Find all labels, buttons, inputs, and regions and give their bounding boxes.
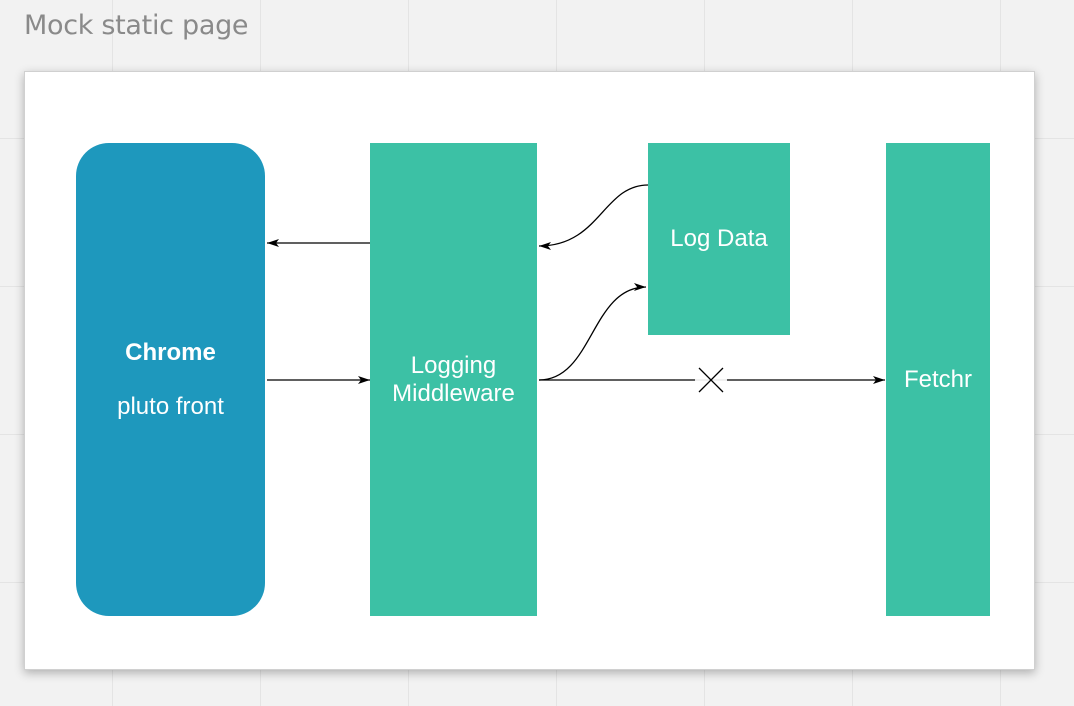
edge-logdata-to-logging	[538, 184, 649, 250]
logging-middleware-line1: Logging	[410, 351, 497, 379]
diagram-canvas: Chrome pluto front Logging Middleware Lo…	[24, 71, 1035, 670]
edge-logging-to-logdata	[538, 283, 647, 381]
fetchr-node[interactable]: Fetchr	[886, 143, 990, 616]
chrome-node-subtitle: pluto front	[117, 392, 224, 420]
blocked-cross-icon	[695, 364, 727, 396]
log-data-label: Log Data	[670, 225, 768, 253]
page-title: Mock static page	[24, 10, 249, 41]
logging-middleware-line2: Middleware	[392, 379, 515, 407]
chrome-node-title: Chrome	[125, 338, 216, 366]
log-data-node[interactable]: Log Data	[648, 143, 790, 335]
fetchr-label: Fetchr	[903, 365, 972, 393]
logging-middleware-node[interactable]: Logging Middleware	[370, 143, 537, 616]
diagram-edges	[267, 184, 885, 396]
chrome-node[interactable]: Chrome pluto front	[76, 143, 265, 616]
